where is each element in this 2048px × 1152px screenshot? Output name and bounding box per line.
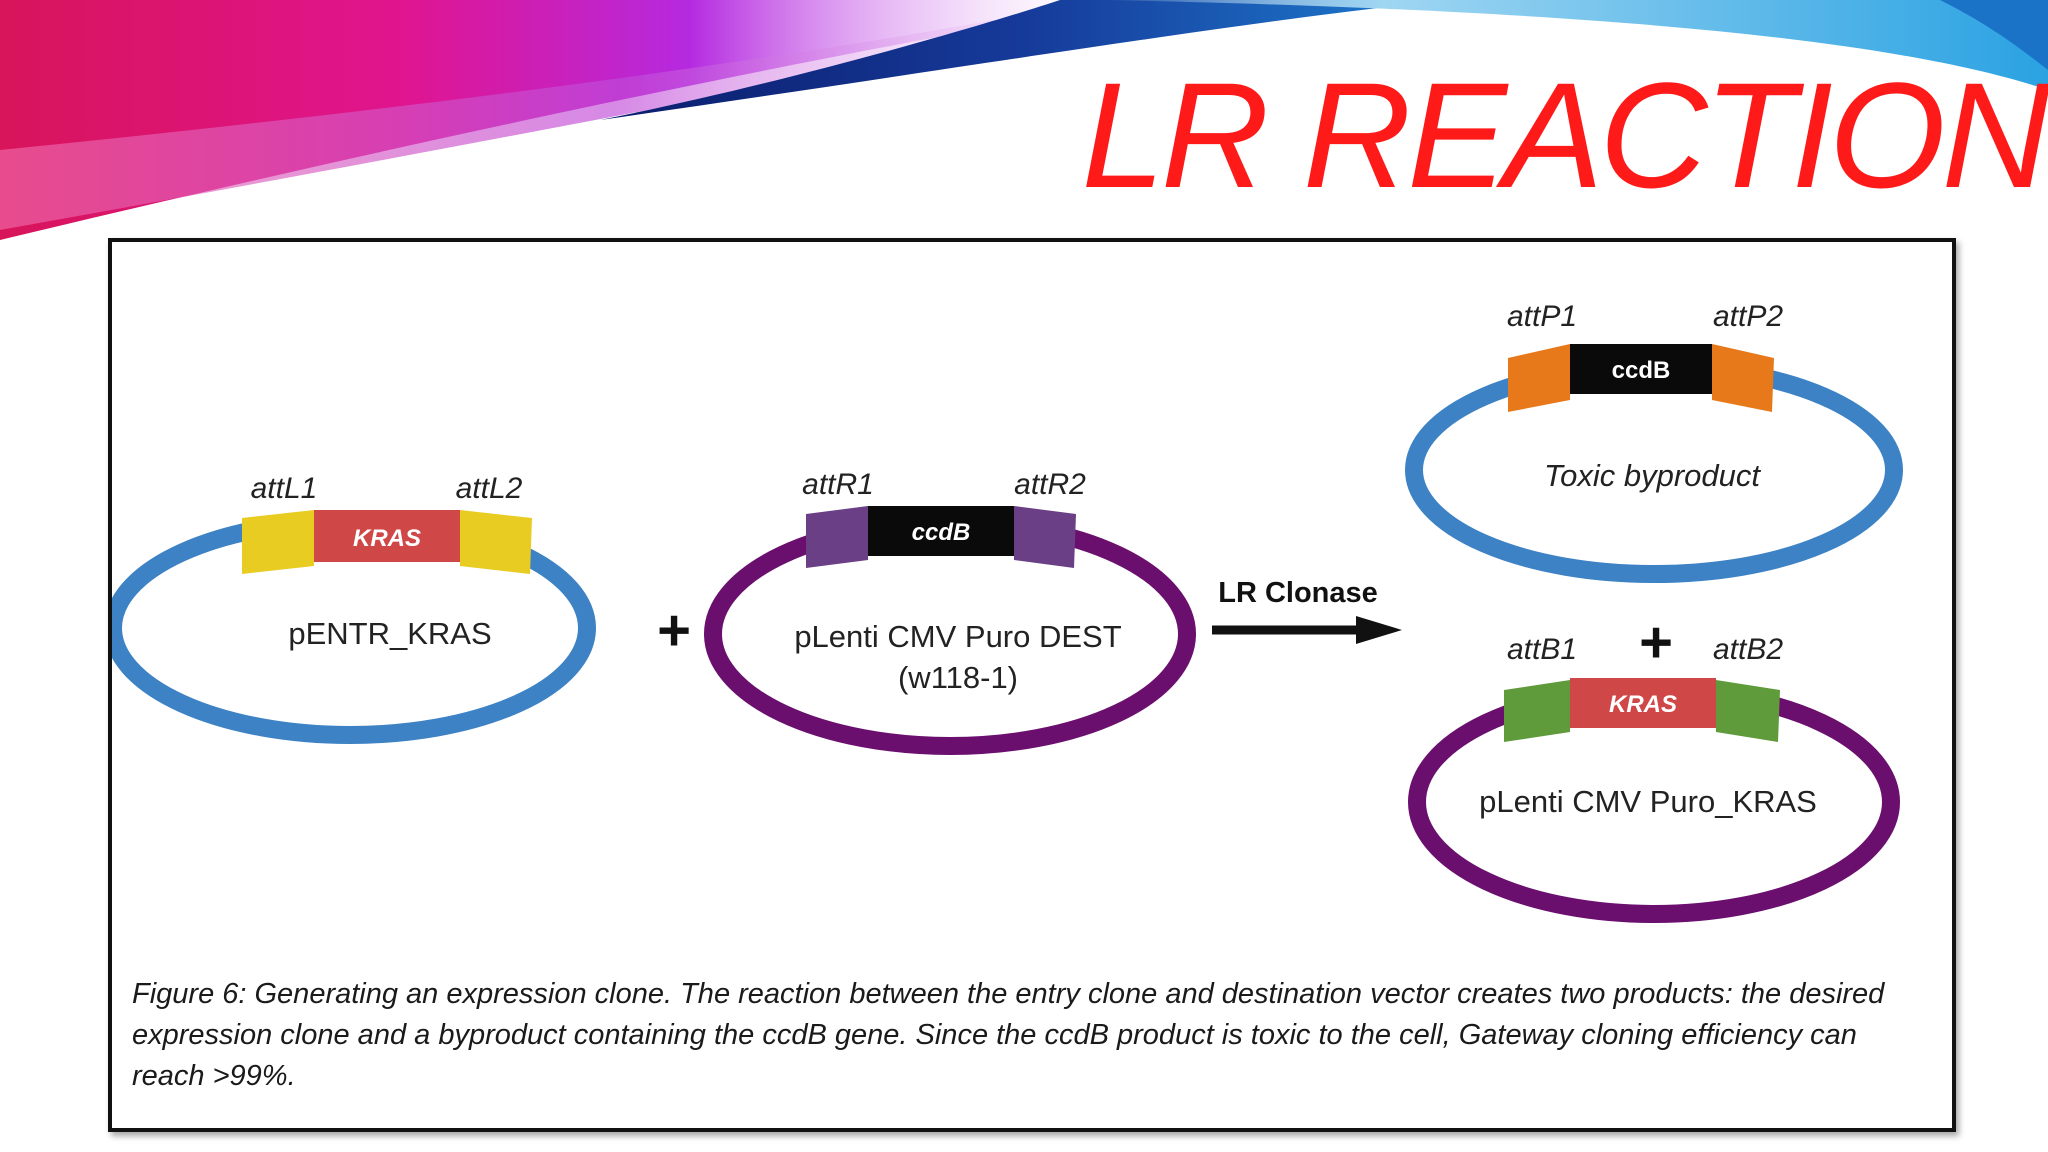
plasmid-plenti-dest: ccdB attR1 attR2 pLenti CMV Puro DEST (w…: [704, 468, 1196, 755]
plasmid-toxic-byproduct: ccdB attP1 attP2 Toxic byproduct: [1405, 300, 1903, 583]
attp2-site: [1712, 344, 1774, 412]
ccdb-insert-top-label: ccdB: [1612, 357, 1671, 384]
attl1-label: attL1: [251, 472, 318, 505]
plenti-dest-label-line1: pLenti CMV Puro DEST: [794, 619, 1121, 654]
plenti-kras-label: pLenti CMV Puro_KRAS: [1479, 784, 1817, 819]
attp1-label: attP1: [1507, 300, 1577, 333]
lr-clonase-label: LR Clonase: [1218, 577, 1378, 609]
slide-title: LR REACTION: [1081, 51, 2048, 219]
toxic-byproduct-label: Toxic byproduct: [1544, 458, 1761, 493]
figure-frame: KRAS attL1 attL2 pENTR_KRAS + ccdB attR1…: [108, 238, 1956, 1132]
attl2-site: [460, 510, 532, 574]
attb2-site: [1716, 680, 1780, 742]
attl1-site: [242, 510, 314, 574]
attr1-site: [806, 506, 868, 568]
ccdb-insert-middle-label: ccdB: [912, 519, 971, 546]
plus-sign-products: +: [1639, 610, 1673, 675]
attr2-site: [1014, 506, 1076, 568]
plasmid-pentr-kras: KRAS attL1 attL2 pENTR_KRAS: [112, 472, 596, 744]
plenti-dest-label-line2: (w118-1): [898, 660, 1018, 695]
attb1-label: attB1: [1507, 633, 1577, 666]
header-swoosh-decoration: [0, 0, 2048, 240]
kras-insert-bottom-label: KRAS: [1609, 691, 1677, 718]
lr-clonase-arrow: LR Clonase: [1212, 577, 1402, 644]
attr2-label: attR2: [1014, 468, 1086, 501]
ccdb-insert-middle: [868, 506, 1014, 556]
arrow-head: [1356, 616, 1402, 644]
lr-reaction-diagram: KRAS attL1 attL2 pENTR_KRAS + ccdB attR1…: [112, 300, 1903, 923]
attp1-site: [1508, 344, 1570, 412]
attr1-label: attR1: [802, 468, 874, 501]
figure-caption: Figure 6: Generating an expression clone…: [132, 978, 1885, 1092]
ccdb-insert-top: [1570, 344, 1712, 394]
kras-insert-bottom: [1570, 678, 1716, 728]
pentr-kras-label: pENTR_KRAS: [288, 616, 491, 651]
kras-insert-left: [314, 510, 460, 562]
attb1-site: [1504, 680, 1570, 742]
attl2-label: attL2: [456, 472, 523, 505]
plus-sign-left: +: [657, 598, 691, 663]
attp2-label: attP2: [1713, 300, 1783, 333]
attb2-label: attB2: [1713, 633, 1783, 666]
kras-insert-label: KRAS: [353, 525, 421, 552]
plasmid-plenti-kras: KRAS attB1 attB2 pLenti CMV Puro_KRAS: [1408, 633, 1900, 923]
